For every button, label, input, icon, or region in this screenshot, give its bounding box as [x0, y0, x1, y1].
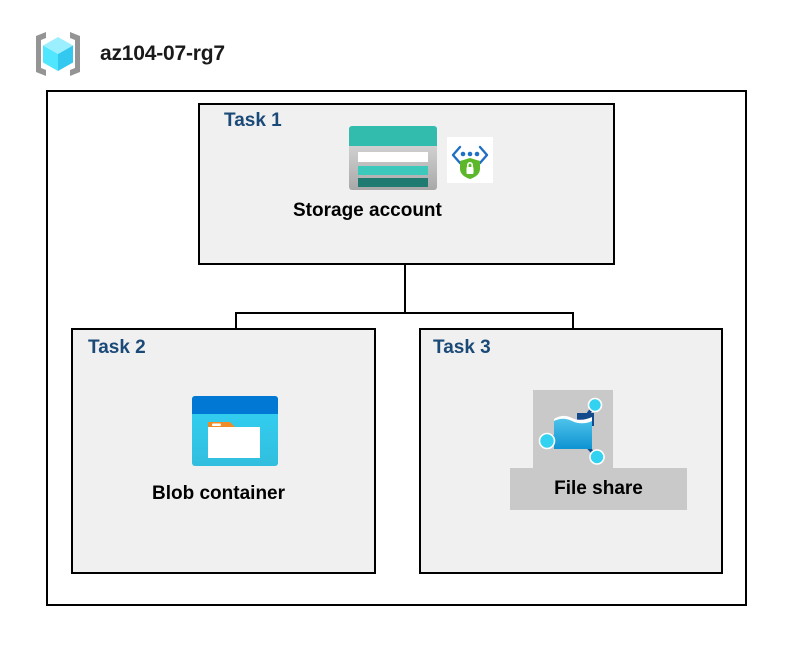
blob-container-icon: [192, 396, 278, 466]
resource-group-name: az104-07-rg7: [100, 42, 225, 65]
task-3-label: Task 3: [433, 337, 491, 358]
task-2-label: Task 2: [88, 337, 146, 358]
resource-group-cube-icon: [30, 26, 86, 82]
blob-container-caption: Blob container: [152, 483, 286, 504]
connector-storage-down: [404, 234, 406, 313]
storage-account-caption: Storage account: [293, 200, 442, 221]
file-share-caption: File share: [510, 468, 687, 510]
connector-horizontal-bus: [235, 312, 574, 314]
task-1-label: Task 1: [224, 110, 282, 131]
resource-group-header: az104-07-rg7: [30, 26, 225, 82]
storage-account-icon: [349, 126, 437, 190]
security-shield-lock-icon: [447, 137, 493, 183]
file-share-icon: [536, 393, 612, 469]
